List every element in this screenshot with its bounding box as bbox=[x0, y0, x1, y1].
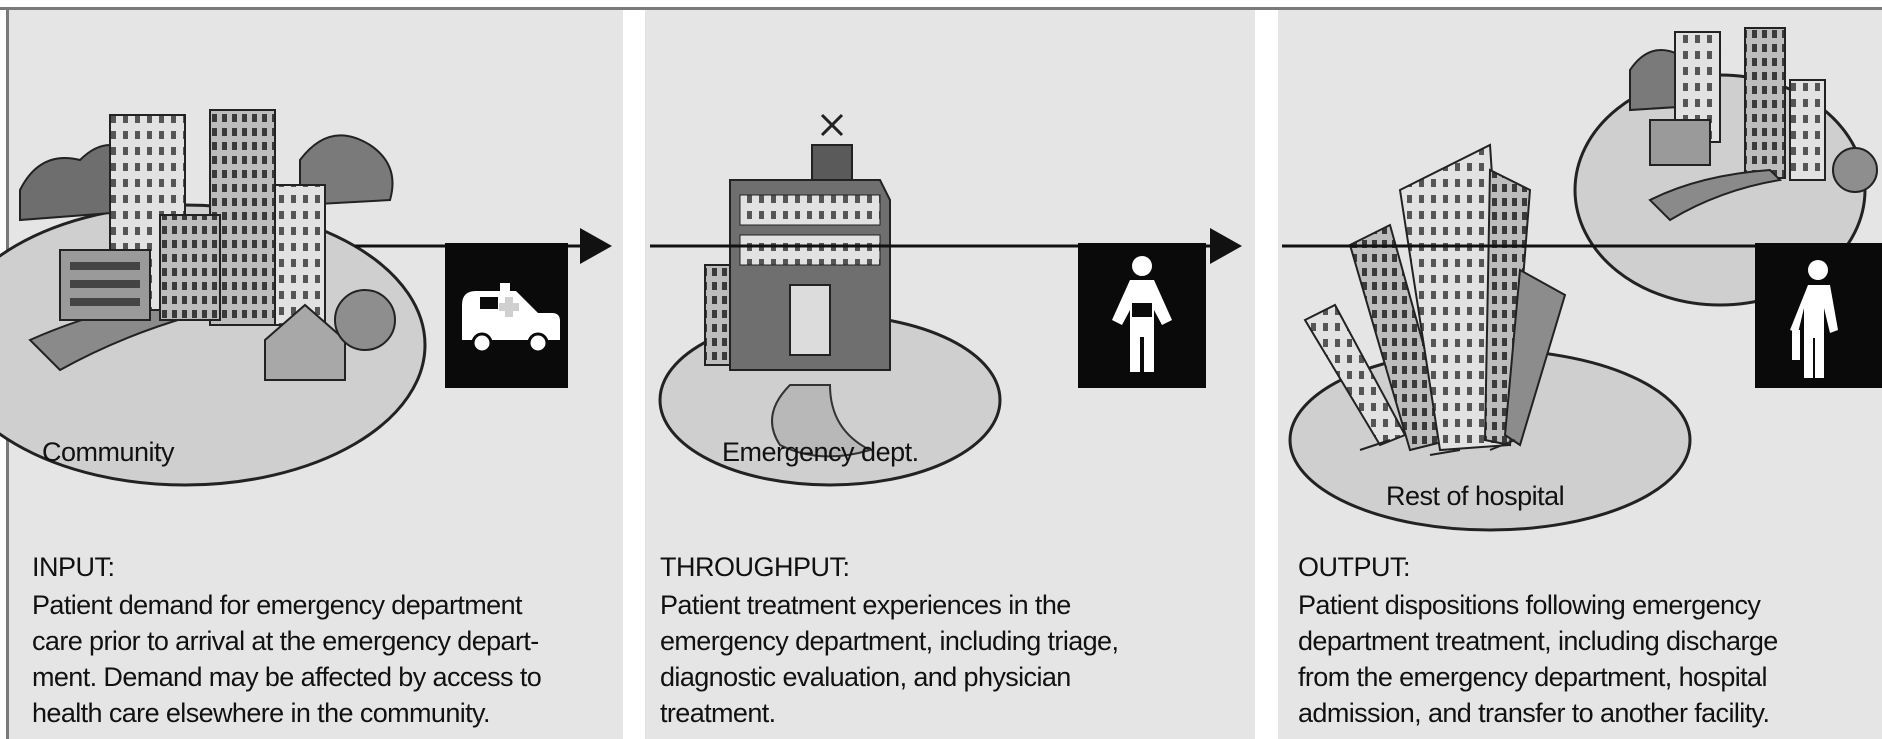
throughput-description: Patient treatment experiences in the eme… bbox=[660, 587, 1119, 731]
output-description-line: from the emergency department, hospital bbox=[1298, 662, 1767, 692]
walking-person-icon bbox=[1755, 243, 1882, 388]
output-description-line: department treatment, including discharg… bbox=[1298, 626, 1778, 656]
throughput-description-line: treatment. bbox=[660, 698, 776, 728]
throughput-heading: THROUGHPUT: bbox=[660, 552, 850, 582]
input-description-line: health care elsewhere in the community. bbox=[32, 698, 490, 728]
throughput-description-line: emergency department, including triage, bbox=[660, 626, 1119, 656]
input-description-line: care prior to arrival at the emergency d… bbox=[32, 626, 539, 656]
output-description-line: admission, and transfer to another facil… bbox=[1298, 698, 1770, 728]
community-tower-3 bbox=[274, 184, 326, 326]
rest-of-hospital-illustration bbox=[1288, 143, 1692, 532]
output-description: Patient dispositions following emergency… bbox=[1298, 587, 1778, 731]
community-house bbox=[264, 303, 346, 381]
ed-main-building bbox=[729, 179, 891, 371]
top-border bbox=[0, 7, 1882, 10]
ed-path bbox=[771, 384, 873, 458]
flow-arrowhead-1 bbox=[580, 228, 612, 264]
community-label: Community bbox=[42, 437, 175, 467]
input-description-line: Patient demand for emergency department bbox=[32, 590, 522, 620]
ambulance-icon bbox=[445, 243, 568, 388]
emergency-dept-label: Emergency dept. bbox=[722, 437, 919, 467]
rest-of-hospital-label: Rest of hospital bbox=[1386, 481, 1565, 511]
input-heading: INPUT: bbox=[32, 552, 115, 582]
community-illustration bbox=[0, 109, 427, 487]
ed-tower bbox=[811, 144, 853, 181]
emergency-dept-illustration bbox=[658, 113, 1002, 487]
flow-arrowhead-2 bbox=[1210, 228, 1242, 264]
input-description: Patient demand for emergency department … bbox=[32, 587, 542, 731]
output-description-line: Patient dispositions following emergency bbox=[1298, 590, 1761, 620]
output-heading: OUTPUT: bbox=[1298, 552, 1411, 582]
throughput-description-line: Patient treatment experiences in the bbox=[660, 590, 1071, 620]
community-tower-4 bbox=[159, 214, 221, 321]
ed-door bbox=[789, 284, 831, 356]
input-description-line: ment. Demand may be affected by access t… bbox=[32, 662, 542, 692]
physician-icon bbox=[1078, 243, 1206, 388]
community-bush bbox=[334, 289, 396, 351]
throughput-description-line: diagnostic evaluation, and physician bbox=[660, 662, 1071, 692]
